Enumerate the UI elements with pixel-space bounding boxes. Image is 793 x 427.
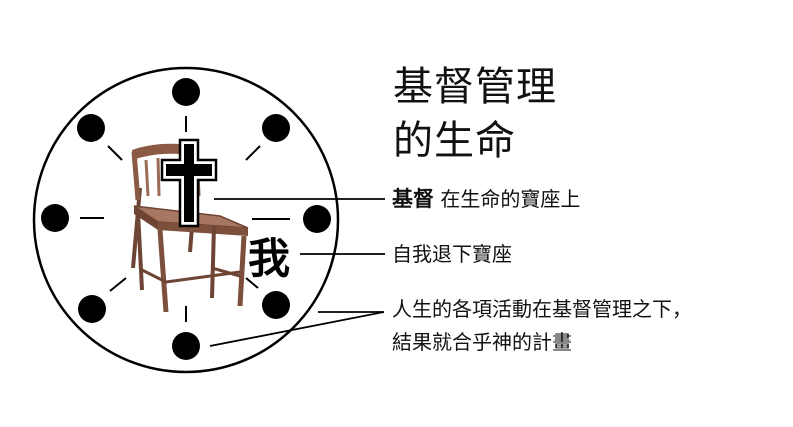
label-christ-on-throne: 基督 在生命的寶座上 bbox=[392, 187, 580, 211]
label-christ-strong: 基督 bbox=[392, 187, 434, 211]
activity-dot bbox=[172, 78, 200, 106]
activity-dot bbox=[303, 205, 331, 233]
cross-icon bbox=[160, 138, 218, 228]
activity-dots bbox=[41, 78, 331, 360]
activity-dot bbox=[78, 295, 106, 323]
activity-dot bbox=[262, 291, 290, 319]
activity-dot bbox=[172, 332, 200, 360]
diagram-title-line-1: 基督管理 bbox=[393, 64, 557, 110]
activity-dot bbox=[262, 114, 290, 142]
label-self-off-throne: 自我退下寶座 bbox=[392, 242, 512, 266]
activity-dot bbox=[41, 204, 69, 232]
life-circle bbox=[32, 66, 340, 374]
pointer-lines bbox=[209, 198, 385, 347]
self-symbol: 我 bbox=[248, 234, 290, 283]
activity-dot bbox=[77, 114, 105, 142]
label-result-line-1: 人生的各項活動在基督管理之下， bbox=[392, 297, 692, 321]
label-christ-rest: 在生命的寶座上 bbox=[434, 187, 581, 211]
label-result-line-2: 結果就合乎神的計畫 bbox=[392, 330, 572, 354]
diagram-title-line-2: 的生命 bbox=[393, 118, 516, 164]
direction-dashes bbox=[80, 116, 290, 322]
